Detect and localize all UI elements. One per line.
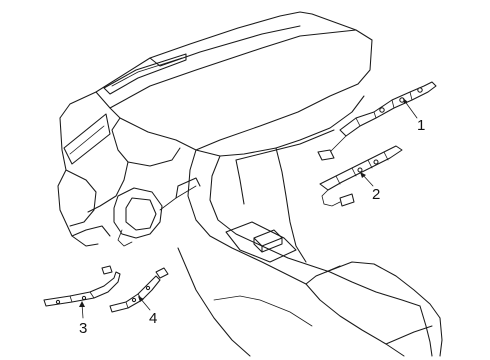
- callout-4: 4: [149, 310, 157, 327]
- leader-line-1: [403, 99, 418, 119]
- callout-3: 3: [79, 320, 87, 337]
- arrowhead-1: [403, 98, 408, 104]
- leader-lines: [79, 98, 418, 319]
- arrowhead-3: [79, 301, 85, 307]
- callout-1: 1: [417, 117, 425, 134]
- callout-labels: 1 2 3 4: [79, 117, 425, 337]
- part-1-harness: [317, 81, 437, 161]
- callout-2: 2: [372, 186, 380, 203]
- part-4-harness: [109, 267, 169, 313]
- arrowhead-2: [360, 172, 366, 178]
- part-3-harness: [43, 265, 121, 307]
- part-2-harness: [319, 145, 403, 207]
- center-console: [177, 147, 443, 357]
- instrument-panel: [57, 11, 373, 247]
- arrowhead-4: [138, 296, 144, 302]
